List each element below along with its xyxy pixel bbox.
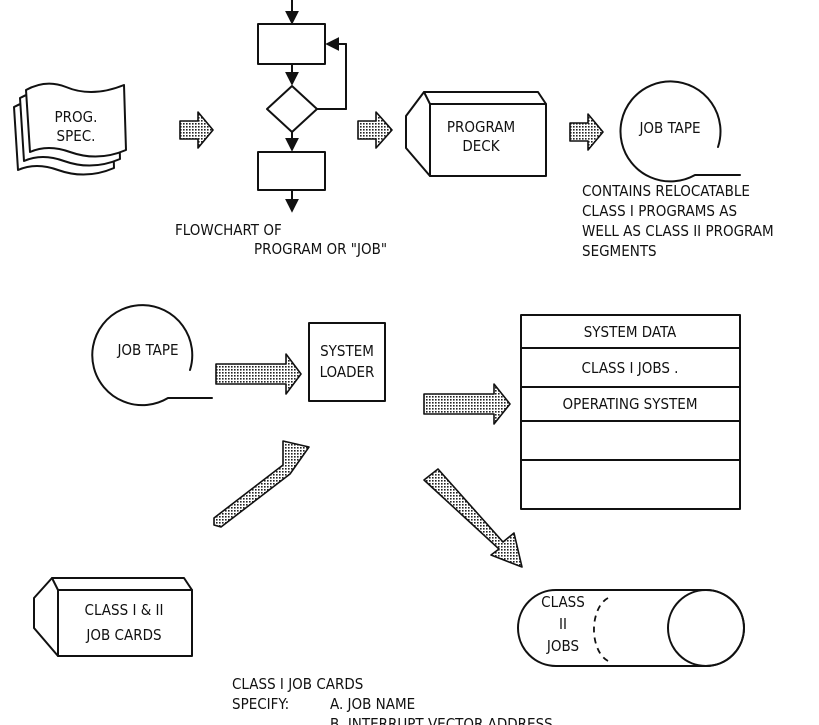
memory-row-system-data: SYSTEM DATA (584, 323, 677, 341)
job-cards-note-item-b: B. INTERRUPT VECTOR ADDRESS (330, 715, 553, 725)
flow-arrow-loader-to-memory (423, 383, 511, 425)
system-loader: SYSTEM LOADER (308, 322, 386, 402)
job-cards-deck: CLASS I & II JOB CARDS (33, 577, 193, 657)
class2-jobs-label-line1: CLASS (541, 593, 585, 611)
system-loader-label-line1: SYSTEM (320, 342, 374, 360)
flow-arrow-flowchart-to-deck (357, 111, 393, 149)
flowchart-diagram (257, 0, 347, 213)
memory-row-operating-system: OPERATING SYSTEM (563, 395, 698, 413)
job-cards-note-line1: CLASS I JOB CARDS (232, 675, 363, 693)
flow-arrow-spec-to-flowchart (179, 111, 214, 149)
memory-row-class1-jobs: CLASS I JOBS . (582, 359, 679, 377)
job-cards-note-specify: SPECIFY: (232, 695, 289, 713)
job-cards-label-line1: CLASS I & II (85, 601, 164, 619)
flow-arrow-loader-to-class2 (423, 468, 523, 568)
class2-jobs-label-line2: II (559, 615, 567, 633)
prog-spec-label-line1: PROG. (55, 108, 98, 126)
job-cards-label-line2: JOB CARDS (85, 626, 161, 644)
job-tape-note-line1: CONTAINS RELOCATABLE (582, 182, 750, 200)
memory-map: SYSTEM DATA CLASS I JOBS . OPERATING SYS… (520, 314, 741, 510)
flowchart-caption-line1: FLOWCHART OF (175, 221, 282, 239)
job-tape-note-line2: CLASS I PROGRAMS AS (582, 202, 737, 220)
program-deck-label-line1: PROGRAM (447, 118, 515, 136)
program-deck-label-line2: DECK (462, 137, 500, 155)
system-loader-label-line2: LOADER (320, 363, 375, 381)
class2-jobs-drum: CLASS II JOBS (517, 589, 745, 667)
flow-arrow-tape-to-loader (215, 353, 302, 395)
flow-arrow-deck-to-tape (569, 113, 604, 151)
class2-jobs-label-line3: JOBS (546, 637, 579, 655)
program-deck: PROGRAM DECK (405, 91, 547, 177)
flow-arrow-cards-to-loader (213, 440, 310, 528)
job-tape-note-line4: SEGMENTS (582, 242, 657, 260)
job-tape-top-label: JOB TAPE (638, 119, 700, 137)
job-tape-bottom-label: JOB TAPE (116, 341, 178, 359)
job-tape-note-line3: WELL AS CLASS II PROGRAM (582, 222, 774, 240)
program-spec-sheets: PROG. SPEC. (13, 82, 127, 176)
flowchart-caption-line2: PROGRAM OR "JOB" (254, 240, 387, 258)
prog-spec-label-line2: SPEC. (57, 127, 96, 145)
job-cards-note-item-a: A. JOB NAME (330, 695, 415, 713)
job-tape-top: JOB TAPE (619, 80, 741, 183)
job-tape-bottom: JOB TAPE (91, 304, 213, 407)
